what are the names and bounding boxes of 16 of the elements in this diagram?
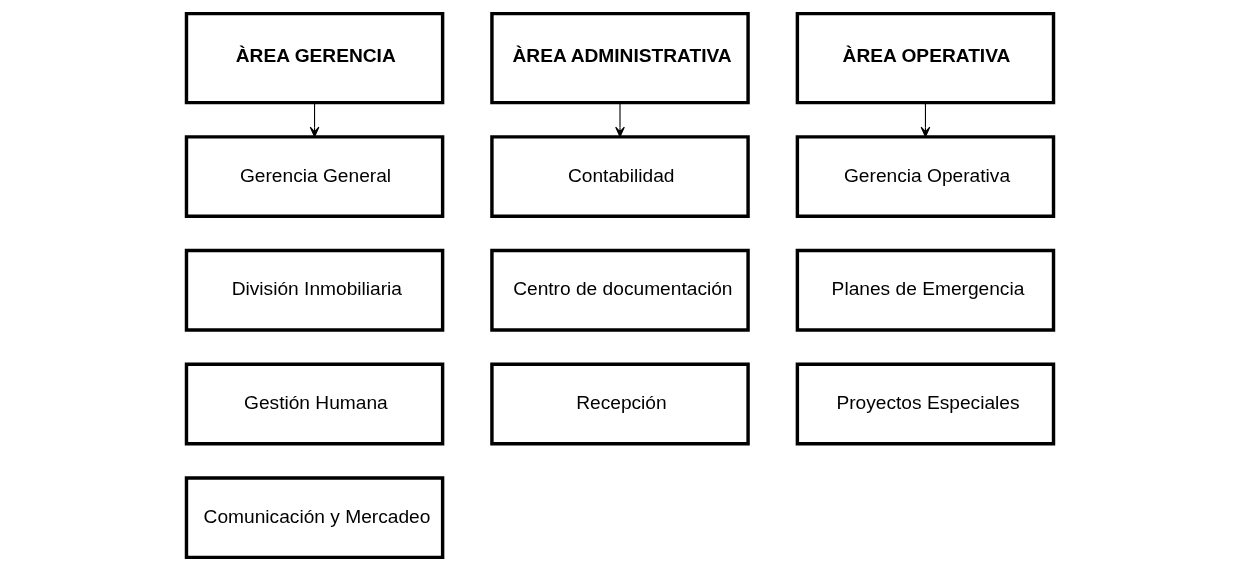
node-box: Proyectos Especiales	[795, 362, 1055, 446]
node-box: Comunicación y Mercadeo	[184, 476, 444, 560]
node-box: ÀREA ADMINISTRATIVA	[489, 11, 750, 105]
arrow	[920, 102, 930, 138]
arrow	[614, 102, 625, 138]
node-box: ÀREA GERENCIA	[184, 11, 444, 105]
node-box: Recepción	[489, 362, 750, 446]
node-box: Planes de Emergencia	[795, 248, 1055, 332]
node-box: Gestión Humana	[184, 362, 444, 446]
node-box: ÀREA OPERATIVA	[795, 11, 1055, 105]
node-box: Contabilidad	[489, 135, 750, 219]
node-box: División Inmobiliaria	[184, 248, 444, 332]
node-box: Centro de documentación	[489, 248, 750, 332]
node-box: Gerencia Operativa	[795, 135, 1055, 219]
node-box: Gerencia General	[184, 135, 444, 219]
arrow	[309, 102, 319, 138]
